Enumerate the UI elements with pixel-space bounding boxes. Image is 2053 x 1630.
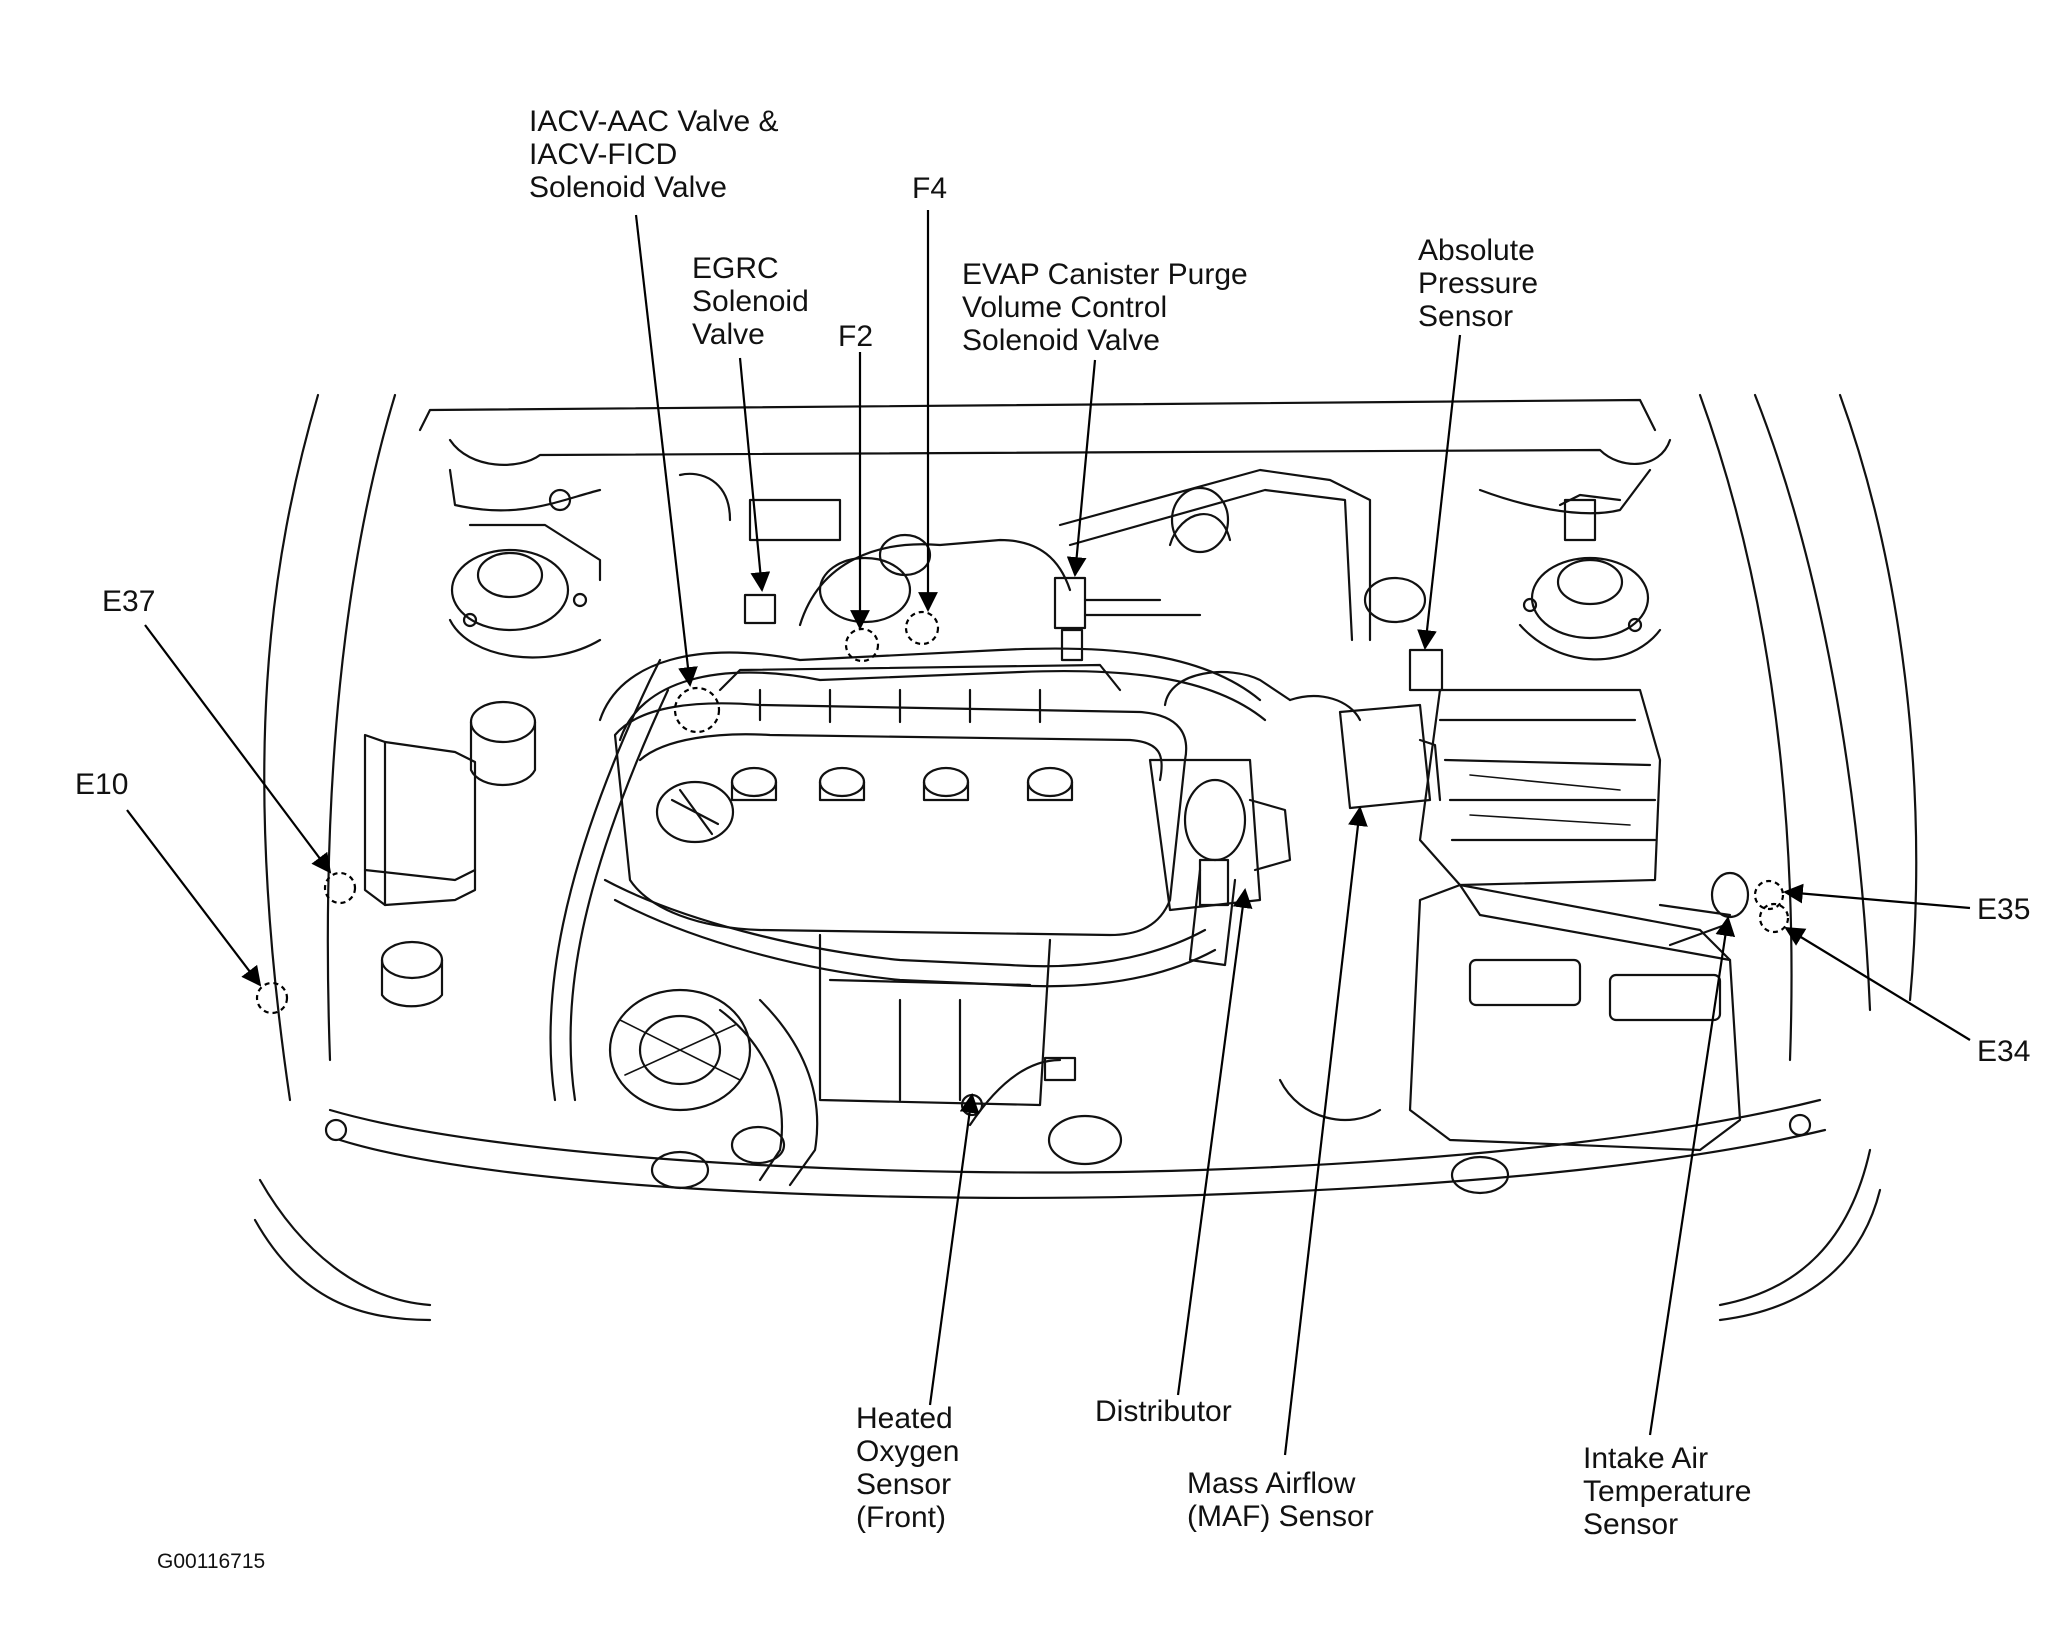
fender-outlines	[253, 393, 1918, 1322]
label-e37: E37	[102, 585, 156, 618]
label-e34: E34	[1977, 1035, 2031, 1068]
label-f2: F2	[838, 320, 874, 353]
maf-sensor-housing	[1163, 670, 1442, 810]
strut-tower-right	[1518, 556, 1662, 661]
label-iacv-valve: IACV-AAC Valve & IACV-FICD Solenoid Valv…	[529, 105, 779, 204]
marker-e34	[1758, 902, 1790, 934]
label-distributor: Distributor	[1095, 1395, 1232, 1428]
marker-e37	[323, 871, 357, 905]
leader-lines	[126, 210, 1971, 1456]
label-absolute-pressure-sensor: Absolute Pressure Sensor	[1418, 234, 1539, 333]
label-evap-purge-valve: EVAP Canister Purge Volume Control Solen…	[962, 258, 1248, 357]
hoses-and-harness	[324, 468, 1827, 1200]
air-cleaner	[1418, 688, 1662, 887]
engine	[613, 663, 1188, 1107]
marker-e10	[255, 981, 289, 1015]
cowl-outline	[418, 398, 1672, 515]
label-heated-oxygen-sensor: Heated Oxygen Sensor (Front)	[856, 1402, 960, 1534]
distributor-body	[1148, 758, 1292, 967]
label-e10: E10	[75, 768, 129, 801]
reservoir-left	[380, 700, 537, 1008]
label-e35: E35	[1977, 893, 2031, 926]
strut-tower-left	[448, 548, 602, 659]
label-f4: F4	[912, 172, 948, 205]
battery	[1408, 883, 1742, 1152]
label-maf-sensor: Mass Airflow (MAF) Sensor	[1187, 1467, 1374, 1533]
marker-iacv	[673, 686, 721, 734]
label-egrc-valve: EGRC Solenoid Valve	[692, 252, 809, 351]
marker-f4	[904, 610, 940, 646]
label-intake-air-temp-sensor: Intake Air Temperature Sensor	[1583, 1442, 1752, 1541]
marker-e35	[1753, 879, 1785, 911]
relay-box	[363, 733, 477, 907]
figure-code: G00116715	[157, 1550, 266, 1573]
